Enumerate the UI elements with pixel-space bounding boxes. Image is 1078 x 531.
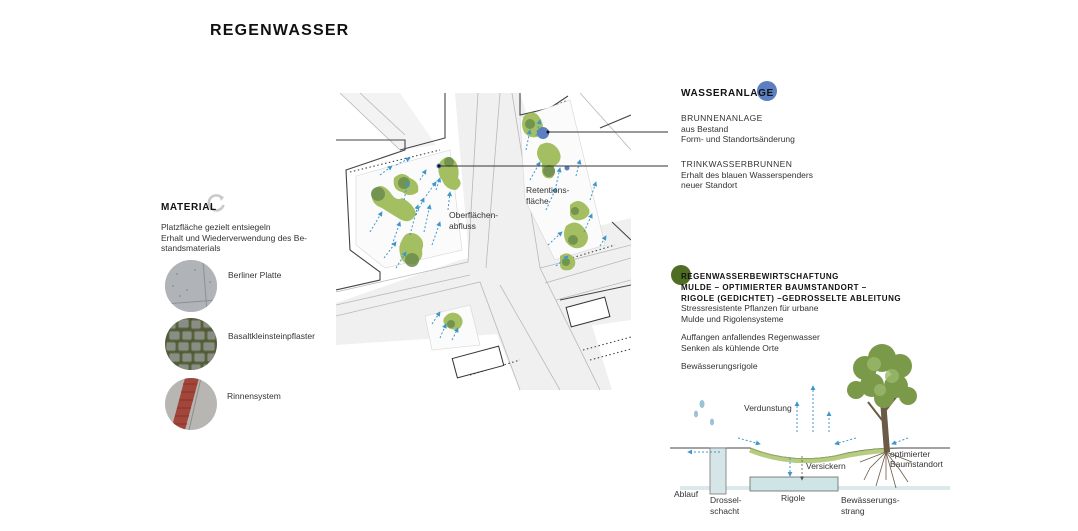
cross-section-diagram: Verdunstung Versickern optimierter Baums… [670,344,950,516]
site-plan [336,93,668,390]
drosselschacht-label-1: Drossel- [710,495,742,505]
optimierter-label: optimierter [890,449,930,459]
rinnensystem-label: Rinnensystem [227,391,281,401]
trinkwasserbrunnen-title: TRINKWASSERBRUNNEN [681,159,793,169]
regen-description: Stressresistente Pflanzen für urbane Mul… [681,303,820,371]
bewaesserungsstrang-label-1: Bewässerungs- [841,495,900,505]
material-description: Platzfläche gezielt entsiegeln Erhalt un… [161,222,307,253]
drosselschacht-label-2: schacht [710,506,740,516]
rinnensystem-swatch [165,378,217,430]
verdunstung-label: Verdunstung [744,403,792,413]
tree-illustration [847,344,917,489]
page-title: REGENWASSER [210,22,350,39]
ablauf-label: Ablauf [674,489,699,499]
regen-heading: REGENWASSERBEWIRTSCHAFTUNG MULDE – OPTIM… [681,272,902,303]
versickern-label: Versickern [806,461,846,471]
oberflaechenabfluss-label: Oberflächen- abfluss [449,210,499,231]
wasseranlage-heading: WASSERANLAGE [681,88,774,99]
berliner-platte-swatch [165,260,217,312]
rigole-label: Rigole [781,493,805,503]
brunnenanlage-title: BRUNNENANLAGE [681,113,763,123]
refresh-icon [207,194,225,212]
material-heading: MATERIAL [161,202,217,213]
brunnenanlage-block: BRUNNENANLAGE aus Bestand Form- und Stan… [681,113,881,145]
berliner-platte-label: Berliner Platte [228,270,282,280]
retentionsflaeche-label: Retentions- fläche [526,185,570,206]
baumstandort-label: Baumstandort [890,459,944,469]
bewaesserungsstrang-label-2: strang [841,506,865,516]
regen-marker [671,265,691,285]
wasseranlage-marker [757,81,777,101]
basaltkleinsteinpflaster-label: Basaltkleinsteinpflaster [228,331,315,341]
trinkwasserbrunnen-block: TRINKWASSERBRUNNEN Erhalt des blauen Was… [681,159,881,191]
